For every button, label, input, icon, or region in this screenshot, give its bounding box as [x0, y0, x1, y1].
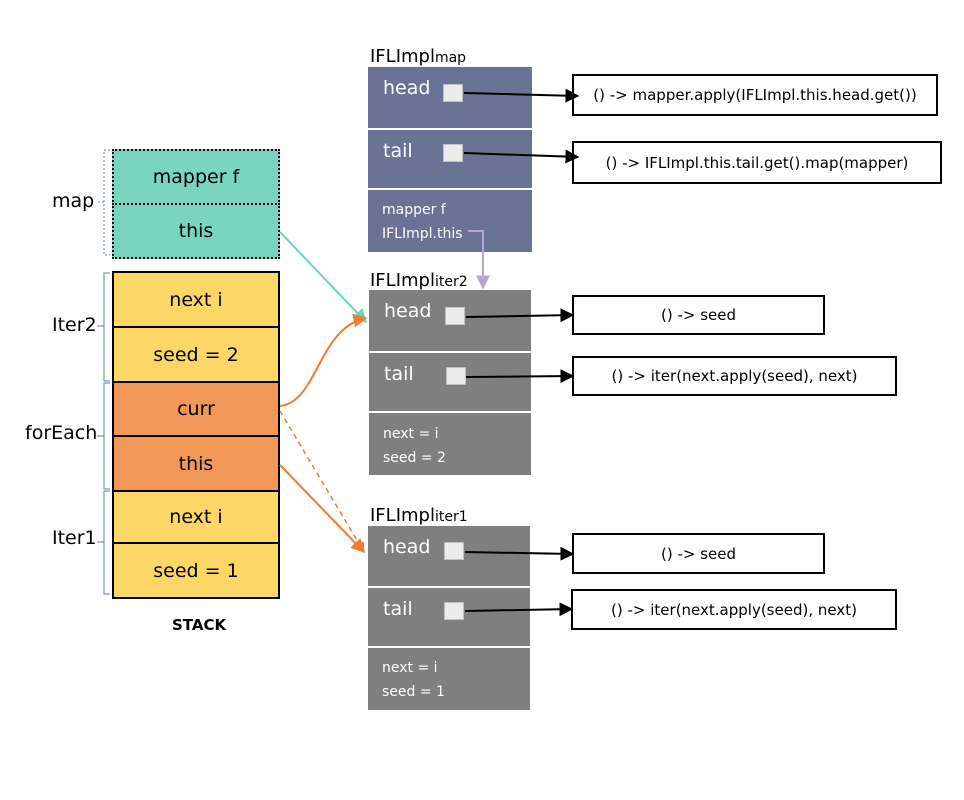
stack-cell-foreach-curr: curr — [112, 381, 280, 437]
field-name-head: head — [384, 300, 432, 322]
iter2-vars: next = i seed = 2 — [369, 413, 531, 475]
pointer-box — [444, 542, 464, 560]
var-ifl-this: IFLImpl.this — [382, 226, 463, 242]
stack-cell-iter1-next: next i — [112, 490, 280, 544]
field-name-tail: tail — [384, 363, 414, 385]
object-title-map: IFLImplmap — [370, 46, 467, 67]
stack-cell-mapper-f: mapper f — [112, 149, 280, 205]
stack-cell-map-this: this — [112, 203, 280, 259]
var-next: next = i — [382, 660, 438, 676]
pointer-box — [444, 602, 464, 620]
stack-cell-foreach-this: this — [112, 435, 280, 492]
iter1-vars: next = i seed = 1 — [368, 648, 530, 710]
arrow-map-head — [463, 88, 580, 103]
arrow-ifl-this-to-iter2 — [468, 230, 490, 290]
var-seed: seed = 1 — [382, 684, 445, 700]
stack-cell-iter1-seed: seed = 1 — [112, 542, 280, 599]
arrow-iter2-head — [465, 308, 575, 323]
thunk-iter2-tail: () -> iter(next.apply(seed), next) — [572, 356, 897, 396]
thunk-map-head: () -> mapper.apply(IFLImpl.this.head.get… — [572, 74, 938, 116]
arrow-curr-to-iter1-dashed — [279, 410, 365, 553]
field-name-tail: tail — [383, 598, 413, 620]
arrow-map-tail — [463, 149, 580, 164]
arrow-iter2-tail — [465, 369, 575, 384]
var-mapper-f: mapper f — [382, 202, 446, 218]
arrow-curr-to-iter2 — [279, 313, 368, 407]
field-name-tail: tail — [383, 140, 413, 162]
iter1-tail-field: tail — [368, 588, 530, 646]
arrow-iter1-tail — [464, 602, 574, 617]
frame-label-iter2: Iter2 — [52, 314, 97, 336]
pointer-box — [443, 84, 463, 102]
frame-label-foreach: forEach — [25, 422, 98, 444]
var-seed: seed = 2 — [383, 450, 446, 466]
pointer-box — [445, 307, 465, 325]
bracket-iter2 — [97, 272, 110, 382]
map-vars: mapper f IFLImpl.this — [368, 190, 532, 252]
thunk-map-tail: () -> IFLImpl.this.tail.get().map(mapper… — [572, 141, 942, 184]
bracket-foreach — [97, 382, 110, 490]
frame-label-iter1: Iter1 — [52, 527, 97, 549]
pointer-box — [443, 144, 463, 162]
iter2-tail-field: tail — [369, 353, 531, 411]
iter2-head-field: head — [369, 290, 531, 351]
arrow-iter1-head — [464, 546, 575, 561]
arrow-map-this-to-iter2 — [279, 231, 367, 324]
frame-label-map: map — [52, 190, 95, 212]
bracket-map — [97, 149, 110, 256]
field-name-head: head — [383, 77, 431, 99]
bracket-iter1 — [97, 490, 110, 595]
map-head-field: head — [368, 67, 532, 128]
object-title-iter2: IFLImpliter2 — [370, 270, 468, 291]
object-title-iter1: IFLImpliter1 — [370, 505, 468, 526]
iter1-head-field: head — [368, 526, 530, 586]
pointer-box — [446, 367, 466, 385]
stack-caption: STACK — [172, 616, 227, 634]
map-tail-field: tail — [368, 130, 532, 188]
thunk-iter2-head: () -> seed — [572, 295, 825, 335]
thunk-iter1-head: () -> seed — [572, 533, 825, 574]
field-name-head: head — [383, 536, 431, 558]
arrow-this-to-iter1 — [279, 464, 365, 554]
thunk-iter1-tail: () -> iter(next.apply(seed), next) — [571, 589, 897, 630]
var-next: next = i — [383, 426, 439, 442]
stack-cell-iter2-next: next i — [112, 271, 280, 328]
